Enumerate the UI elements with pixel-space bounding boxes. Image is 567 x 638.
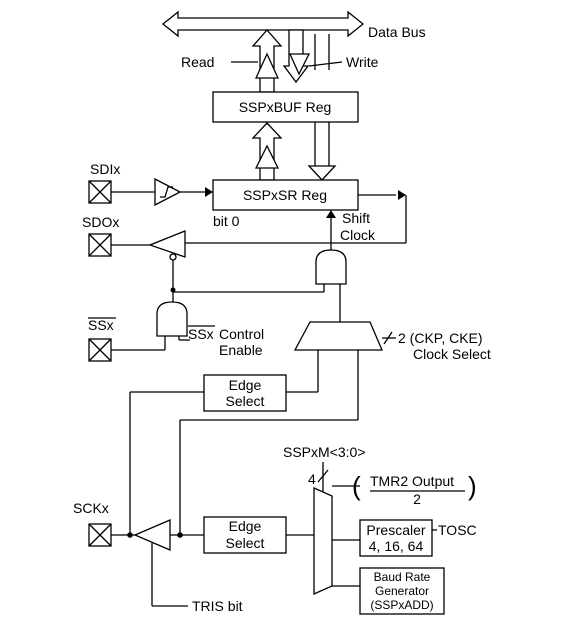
tmr2-top: TMR2 Output [370,473,454,489]
sck-pin-label: SCKx [73,500,109,516]
clock-select-label: Clock Select [413,346,491,362]
ss-control-ssx: SSx [188,326,214,342]
prescaler-label: Prescaler [366,522,425,538]
data-bus-label: Data Bus [368,24,426,40]
tmr2-paren-left: ( [352,471,361,501]
baud-rate-generator [359,567,445,615]
read-path [231,29,283,93]
ss-and-gate [156,301,188,337]
tosc-label: TOSC [438,522,477,538]
sdi-pin [88,180,112,204]
ss-pin-label: SSx [88,317,114,333]
data-bus-arrow [161,10,365,38]
clock-select-bits: 2 (CKP, CKE) [398,330,483,346]
sdo-pin-label: SDOx [82,214,119,230]
buf-sr-read-arrow [251,122,283,181]
sspbuf-label: SSPxBUF Reg [239,99,332,115]
write-label: Write [346,54,379,70]
clock-source-mux [313,486,333,596]
edge-select-bottom-l1: Edge [229,518,262,534]
bit0-label: bit 0 [213,213,240,229]
sdo-pin [88,233,112,257]
tmr2-bottom: 2 [413,491,421,507]
ss-control-text: Control [219,326,264,342]
sspbuf-register [212,91,359,123]
sdo-tristate-buffer [148,230,186,258]
buf-sr-write-arrow [307,122,337,181]
edge-select-top-l2: Select [226,393,265,409]
sdi-pin-label: SDIx [90,161,120,177]
ss-pin [88,338,112,362]
prescaler-box [359,519,433,557]
schmitt-buffer [154,177,182,207]
tmr2-source: ( TMR2 Output 2 ) [352,471,477,507]
tmr2-paren-right: ) [468,471,477,501]
sspsr-label: SSPxSR Reg [243,187,327,203]
prescaler-values: 4, 16, 64 [369,538,424,554]
ss-enable-text: Enable [219,342,263,358]
baud-label-2: Generator [375,584,429,598]
edge-select-top-l1: Edge [229,377,262,393]
sspm-label: SSPxM<3:0> [283,444,366,460]
baud-label-1: Baud Rate [374,570,431,584]
read-label: Read [181,54,214,70]
bus-width-label: 4 [308,471,316,487]
sspsr-register [212,179,359,211]
tris-label: TRIS bit [192,598,243,614]
clock-label: Clock [340,227,376,243]
clock-select-mux [293,321,383,351]
sck-pin [88,523,112,547]
edge-select-bottom-l2: Select [226,535,265,551]
write-path [282,29,343,84]
baud-label-3: (SSPxADD) [370,598,433,612]
shift-label: Shift [342,210,370,226]
edge-select-top [203,374,287,412]
shift-and-gate [315,249,347,285]
